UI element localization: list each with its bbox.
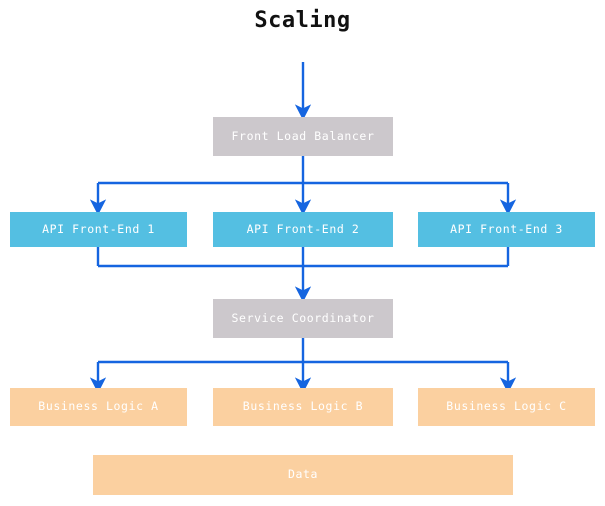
node-label: Service Coordinator xyxy=(231,310,375,325)
node-service-coordinator[interactable]: Service Coordinator xyxy=(213,299,393,338)
edge-service-coordinator-to-business-logic xyxy=(89,338,517,394)
node-label: Business Logic B xyxy=(242,399,364,414)
node-label: API Front-End 3 xyxy=(450,221,563,236)
node-api-front-end-1[interactable]: API Front-End 1 xyxy=(10,212,187,247)
node-front-load-balancer[interactable]: Front Load Balancer xyxy=(213,117,393,156)
page-title: Scaling xyxy=(254,8,351,33)
node-label: API Front-End 1 xyxy=(42,221,155,236)
node-label: Front Load Balancer xyxy=(231,128,375,143)
node-label: Business Logic C xyxy=(446,399,567,414)
edge-api-tier-to-service-coordinator xyxy=(96,247,510,303)
edge-front-load-balancer-to-api-tier xyxy=(89,156,517,216)
node-label: API Front-End 2 xyxy=(246,221,360,236)
node-business-logic-b[interactable]: Business Logic B xyxy=(213,388,393,426)
node-business-logic-c[interactable]: Business Logic C xyxy=(418,388,595,426)
node-label: Data xyxy=(287,467,319,482)
node-label: Business Logic A xyxy=(38,399,159,414)
node-business-logic-a[interactable]: Business Logic A xyxy=(10,388,187,426)
node-data[interactable]: Data xyxy=(93,455,513,495)
node-api-front-end-3[interactable]: API Front-End 3 xyxy=(418,212,595,247)
node-api-front-end-2[interactable]: API Front-End 2 xyxy=(213,212,393,247)
